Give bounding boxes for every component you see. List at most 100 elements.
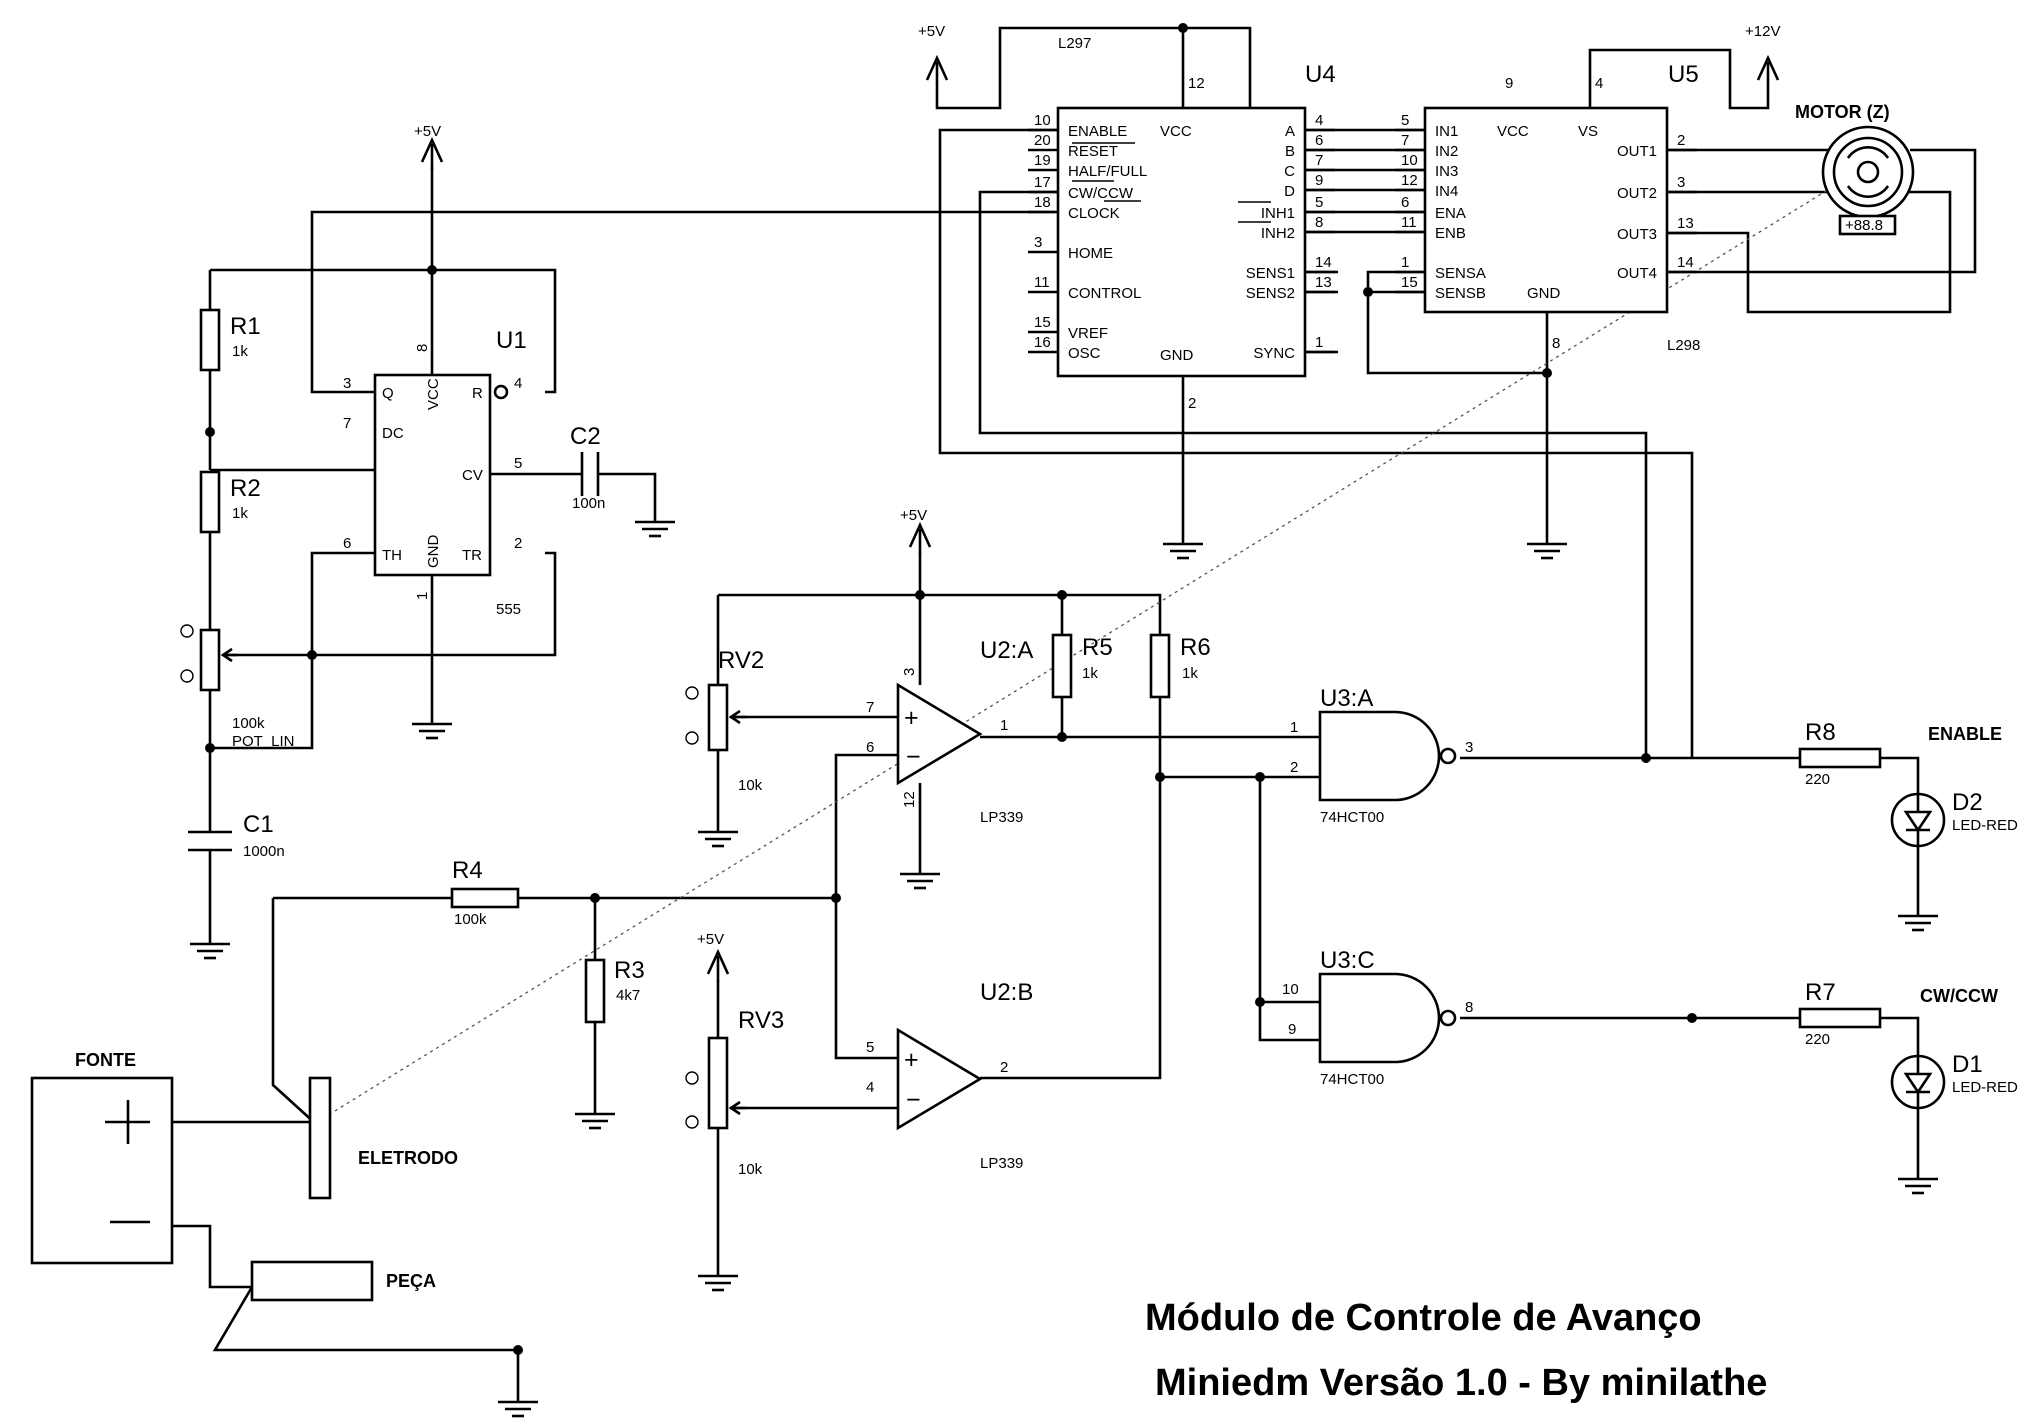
pin-label: B (1285, 143, 1295, 160)
wire-peca (212, 1286, 520, 1388)
pin-label: ENB (1435, 225, 1466, 242)
nand-gate-u3a: U3:A 74HCT00 1 2 3 (1290, 685, 1473, 826)
trimpot-rv2: RV2 10k (685, 647, 764, 794)
svg-text:D1: D1 (1952, 1051, 1983, 1078)
capacitor-c2: C2 100n (570, 423, 605, 512)
nand-gate-u3c: U3:C 74HCT00 10 9 8 (1282, 947, 1473, 1088)
svg-text:R4: R4 (452, 857, 483, 884)
pin-label: SENS2 (1246, 285, 1295, 302)
svg-text:100k: 100k (454, 911, 487, 928)
pwr-5v-u2 (908, 523, 932, 557)
pin-label: C (1284, 163, 1295, 180)
pin-label: HOME (1068, 245, 1113, 262)
pin-label: IN2 (1435, 143, 1458, 160)
plus-sign (105, 1100, 150, 1144)
pin-number: 19 (1034, 152, 1051, 169)
pin-number: 8 (1315, 214, 1323, 231)
cwccw-label: CW/CCW (1920, 986, 1998, 1006)
pin-number: 6 (1401, 194, 1409, 211)
power-supply-fonte: FONTE (30, 1050, 174, 1265)
svg-text:8: 8 (1552, 335, 1560, 352)
label-5v-u1: +5V (414, 123, 441, 140)
wire-clock (310, 210, 1055, 394)
svg-text:100k: 100k (232, 715, 265, 732)
svg-text:D2: D2 (1952, 789, 1983, 816)
svg-text:R2: R2 (230, 475, 261, 502)
pin-number: 6 (1315, 132, 1323, 149)
svg-text:R5: R5 (1082, 634, 1113, 661)
power-symbols: +5V +5V +12V +5V +5V (414, 23, 1780, 984)
pin-label: RESET (1068, 143, 1118, 160)
svg-text:74HCT00: 74HCT00 (1320, 1071, 1384, 1088)
pin-label: SENSA (1435, 265, 1486, 282)
svg-text:POT_LIN: POT_LIN (232, 733, 295, 750)
svg-text:ELETRODO: ELETRODO (358, 1148, 458, 1168)
svg-text:6: 6 (343, 535, 351, 552)
svg-text:R3: R3 (614, 957, 645, 984)
resistor-r7: R7 220 (1798, 979, 1882, 1048)
pin-number: 14 (1315, 254, 1332, 271)
wire-d1 (1880, 1016, 1920, 1165)
svg-text:GND: GND (1527, 285, 1561, 302)
pin-number: 3 (1034, 234, 1042, 251)
pin-label: D (1284, 183, 1295, 200)
enable-label: ENABLE (1928, 724, 2002, 744)
svg-text:TH: TH (382, 547, 402, 564)
pin-number: 7 (1401, 132, 1409, 149)
u5-ref: U5 (1668, 61, 1699, 88)
label-5v-rv3: +5V (697, 931, 724, 948)
pin-label: CLOCK (1068, 205, 1120, 222)
wire-5v-top (935, 26, 1252, 110)
wire-u2a-out (980, 697, 1320, 739)
svg-text:2: 2 (1000, 1059, 1008, 1076)
workpiece-peca: PEÇA (250, 1260, 436, 1302)
svg-text:3: 3 (343, 375, 351, 392)
pin-number: 7 (1315, 152, 1323, 169)
svg-text:VCC: VCC (1160, 123, 1192, 140)
svg-text:LED-RED: LED-RED (1952, 817, 2018, 834)
pin-number: 20 (1034, 132, 1051, 149)
pin-label: INH2 (1261, 225, 1295, 242)
pin-number: 5 (1401, 112, 1409, 129)
svg-text:1: 1 (1000, 717, 1008, 734)
pin-number: 1 (1315, 334, 1323, 351)
resistor-r3: R3 4k7 (584, 957, 645, 1024)
svg-text:TR: TR (462, 547, 482, 564)
pin-label: OUT3 (1617, 226, 1657, 243)
svg-text:4: 4 (514, 375, 522, 392)
svg-text:U2:B: U2:B (980, 979, 1033, 1006)
svg-text:FONTE: FONTE (75, 1050, 136, 1070)
wire-eletrodo (271, 898, 318, 1126)
wiper-arrow (220, 647, 238, 663)
svg-text:MOTOR (Z): MOTOR (Z) (1795, 102, 1890, 122)
pin-label: HALF/FULL (1068, 163, 1147, 180)
svg-text:9: 9 (1288, 1021, 1296, 1038)
svg-text:VCC: VCC (425, 378, 442, 410)
svg-text:R: R (472, 385, 483, 402)
wire-out4 (1667, 148, 1977, 274)
svg-text:100n: 100n (572, 495, 605, 512)
resistor-r2: R2 1k (199, 470, 261, 534)
svg-text:2: 2 (1188, 395, 1196, 412)
wire-cv-c2 (490, 472, 657, 508)
resistor-r4: R4 100k (450, 857, 520, 928)
svg-text:RV2: RV2 (718, 647, 764, 674)
svg-text:U3:A: U3:A (1320, 685, 1373, 712)
resistor-r6: R6 1k (1149, 633, 1211, 699)
pin-label: ENA (1435, 205, 1466, 222)
u5-l298: U5 L298 VCC 9 VS 4 GND 8 5IN17IN210IN312… (1395, 61, 1700, 354)
wire-r6 (980, 697, 1162, 1080)
pin-label: SYNC (1253, 345, 1295, 362)
svg-text:10k: 10k (738, 777, 763, 794)
pin-number: 11 (1034, 274, 1050, 291)
pin-number: 2 (1677, 132, 1685, 149)
svg-text:PEÇA: PEÇA (386, 1271, 436, 1291)
pin-label: A (1285, 123, 1295, 140)
svg-text:Q: Q (382, 385, 394, 402)
u4-left-pins: 10ENABLE20RESET19HALF/FULL17CW/CCW18CLOC… (1028, 112, 1271, 362)
pin-label: IN4 (1435, 183, 1458, 200)
svg-text:R1: R1 (230, 313, 261, 340)
svg-text:R8: R8 (1805, 719, 1836, 746)
svg-text:VCC: VCC (1497, 123, 1529, 140)
